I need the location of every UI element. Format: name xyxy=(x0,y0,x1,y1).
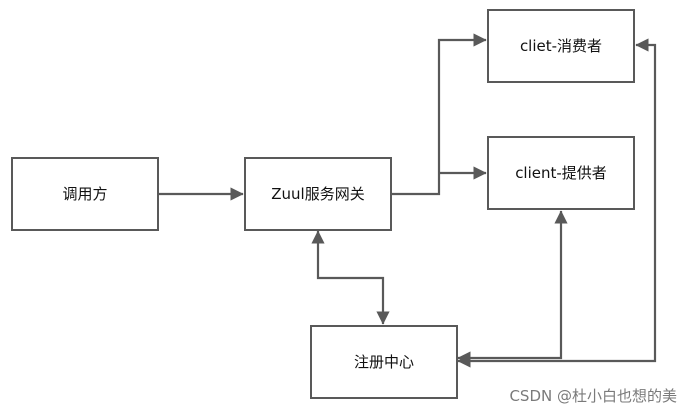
node-gateway: Zuul服务网关 xyxy=(244,157,392,231)
edges xyxy=(158,33,657,368)
watermark-text: CSDN @杜小白也想的美 xyxy=(509,387,677,405)
node-consumer-label: cliet-消费者 xyxy=(520,37,602,55)
node-consumer: cliet-消费者 xyxy=(487,9,635,83)
node-caller-label: 调用方 xyxy=(62,185,107,203)
node-provider-label: client-提供者 xyxy=(515,164,607,182)
node-gateway-label: Zuul服务网关 xyxy=(271,185,364,203)
node-caller: 调用方 xyxy=(11,157,159,231)
node-registry-label: 注册中心 xyxy=(354,353,414,371)
edge-gateway-to-consumer xyxy=(391,33,487,196)
node-provider: client-提供者 xyxy=(487,136,635,210)
edge-registry-consumer-bidirectional xyxy=(457,38,657,368)
node-registry: 注册中心 xyxy=(310,325,458,399)
edge-gateway-registry-bidirectional xyxy=(311,230,390,325)
edge-registry-provider-bidirectional xyxy=(457,210,568,365)
